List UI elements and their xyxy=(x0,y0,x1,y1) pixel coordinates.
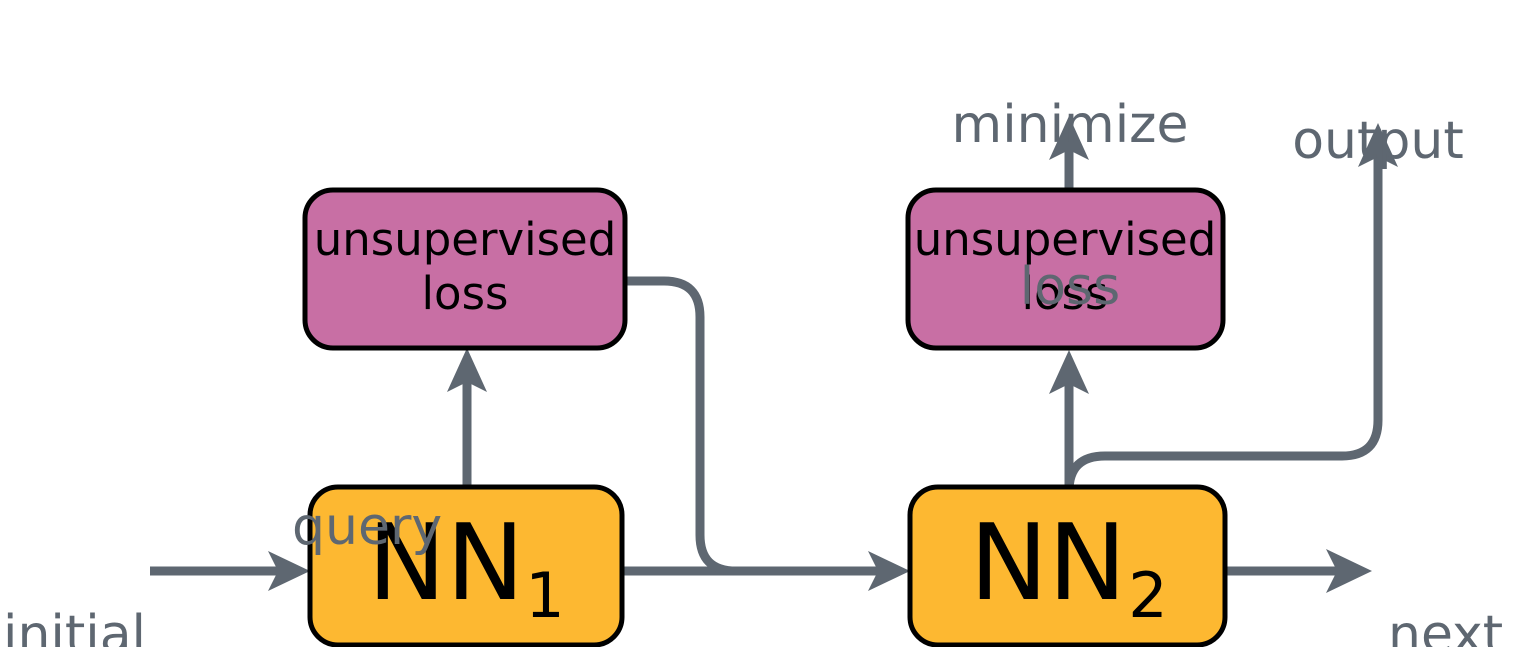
label-output-line1: output xyxy=(1292,111,1464,172)
edge-nn1-to-loss1 xyxy=(447,348,487,487)
node-unsupervised-loss-1[interactable]: unsupervised loss xyxy=(302,187,628,351)
nn1-label: NN xyxy=(367,502,524,624)
loss-node-1-line2: loss xyxy=(422,267,509,320)
nn1-shape[interactable] xyxy=(307,484,625,647)
loss-node-2-line2: loss xyxy=(1022,267,1109,320)
node-unsupervised-loss-2[interactable]: unsupervised loss xyxy=(905,187,1226,351)
nn2-label: NN xyxy=(969,502,1126,624)
label-output: output xyxy=(1283,6,1473,276)
node-nn1[interactable]: NN 1 xyxy=(307,484,625,647)
edge-initial-state-to-nn1 xyxy=(150,551,310,591)
nn2-shape[interactable] xyxy=(907,484,1228,647)
label-initial-state-line1: initial xyxy=(3,605,146,647)
edge-nn2-to-next-state xyxy=(1225,549,1372,593)
label-minimize-loss: minimize loss xyxy=(950,0,1190,423)
node-nn2[interactable]: NN 2 xyxy=(907,484,1228,647)
label-query: query xyxy=(292,392,442,647)
label-query-line1: query xyxy=(292,497,443,558)
loss-node-1-line1: unsupervised xyxy=(314,213,617,266)
label-next-state-line1: next xyxy=(1388,605,1504,647)
loss-node-2-line1: unsupervised xyxy=(914,213,1217,266)
edge-loss2-to-minimize-loss xyxy=(1049,116,1089,190)
loss-node-2-shape[interactable] xyxy=(905,187,1226,351)
label-initial-state: initial state xyxy=(0,500,146,647)
nn2-subscript: 2 xyxy=(1128,559,1167,632)
label-next-state: next state xyxy=(1388,500,1521,647)
nn1-subscript: 1 xyxy=(525,559,564,632)
edge-nn2-to-loss2 xyxy=(1049,350,1089,487)
edge-loss1-to-nn2 xyxy=(620,276,795,576)
label-minimize-loss-line2: loss xyxy=(1019,257,1121,318)
label-minimize-loss-line1: minimize xyxy=(951,95,1189,156)
loss-node-1-shape[interactable] xyxy=(302,187,628,351)
